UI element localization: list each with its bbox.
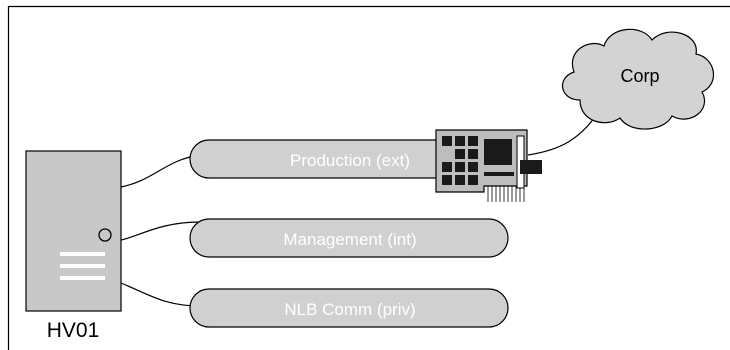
server-vent-slot-1: [60, 252, 105, 256]
server-power-led-icon: [98, 228, 112, 242]
link-server-management: [120, 221, 201, 241]
switch-nlb-pill: [189, 288, 509, 328]
link-server-production: [120, 154, 201, 188]
cloud-label: Corp: [620, 66, 659, 86]
server-vent-slot-2: [60, 264, 105, 268]
nic-port: [520, 160, 542, 174]
server-hv01: HV01: [25, 150, 122, 342]
switch-management: Management (int): [189, 218, 509, 258]
switch-nlb-label: NLB Comm (priv): [284, 300, 415, 319]
switch-management-label: Management (int): [283, 230, 416, 249]
nic-trace: [484, 172, 514, 176]
link-server-nlb: [120, 282, 201, 307]
network-card-icon: [435, 129, 542, 202]
cloud-icon: [562, 28, 715, 130]
cloud-corp: Corp: [562, 28, 715, 130]
server-label: HV01: [47, 319, 100, 342]
switch-management-pill: [189, 218, 509, 258]
server-vent-slot-3: [60, 276, 105, 280]
switch-nlb: NLB Comm (priv): [189, 288, 509, 328]
nic-chips: [442, 136, 512, 185]
switch-production-label: Production (ext): [290, 151, 410, 170]
